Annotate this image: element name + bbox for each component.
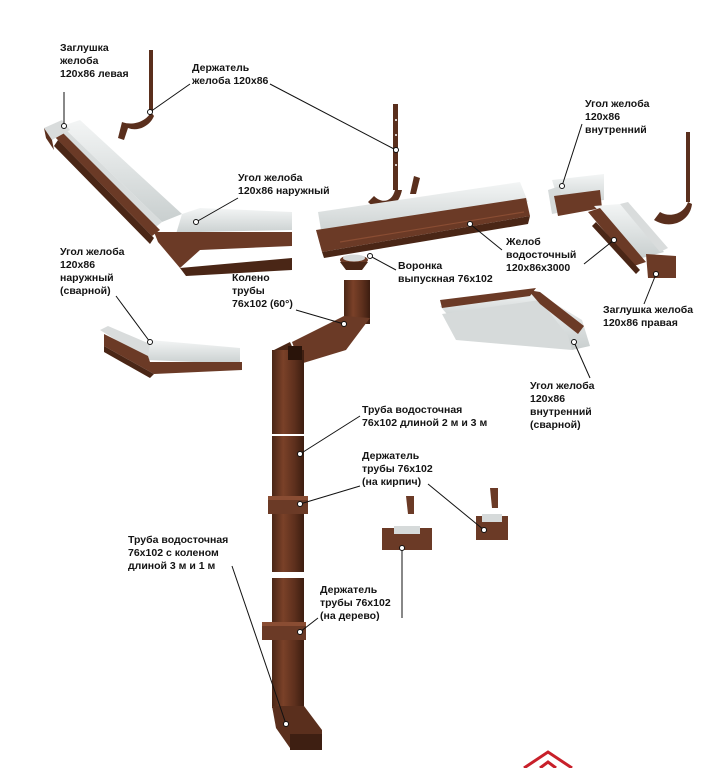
label-inner-corner-welded: Угол желоба 120x86 внутренний (сварной) (530, 380, 595, 431)
outer-corner-welded-part (100, 326, 242, 378)
right-gutter-run (588, 204, 664, 274)
brand-logo-mark (523, 750, 573, 768)
end-cap-right-part (620, 202, 676, 278)
inner-corner-part (548, 174, 604, 216)
label-pipe-holder-wood: Держатель трубы 76x102 (на дерево) (320, 584, 391, 622)
label-downpipe-with-elbow: Труба водосточная 76x102 с коленом длино… (128, 534, 229, 572)
main-gutter-part (316, 182, 530, 258)
label-inner-corner: Угол желоба 120x86 внутренний (585, 98, 650, 136)
pipe-holder-wood-part (382, 496, 432, 550)
left-gutter-run (50, 120, 182, 244)
inner-corner-welded-part (440, 288, 590, 350)
outer-corner-part (154, 208, 292, 276)
leader-lines (63, 83, 657, 725)
label-outer-corner: Угол желоба 120x86 наружный (238, 172, 330, 197)
label-pipe-elbow: Колено трубы 76x102 (60°) (232, 272, 293, 310)
pipe-holder-brick-part (476, 488, 508, 540)
gutter-holder-left-part (118, 50, 154, 140)
label-outlet: Воронка выпускная 76x102 (398, 260, 493, 285)
upper-downpipe-part (272, 280, 370, 434)
lower-downpipe-part (262, 578, 322, 750)
outlet-funnel-part (340, 254, 368, 270)
label-end-cap-right: Заглушка желоба 120x86 правая (603, 304, 694, 329)
label-pipe-holder-brick: Держатель трубы 76x102 (на кирпич) (362, 450, 433, 488)
gutter-holder-right-part (654, 132, 692, 225)
leader-dots (61, 109, 659, 727)
label-gutter-holder: Держатель желоба 120x86 (192, 62, 269, 87)
label-downpipe: Труба водосточная 76x102 длиной 2 м и 3 … (362, 404, 488, 429)
label-end-cap-left: Заглушка желоба 120x86 левая (60, 42, 129, 80)
label-gutter: Желоб водосточный 120x86x3000 (506, 236, 577, 274)
gutter-holder-center-part (368, 104, 420, 209)
label-outer-corner-welded: Угол желоба 120x86 наружный (сварной) (60, 246, 125, 297)
